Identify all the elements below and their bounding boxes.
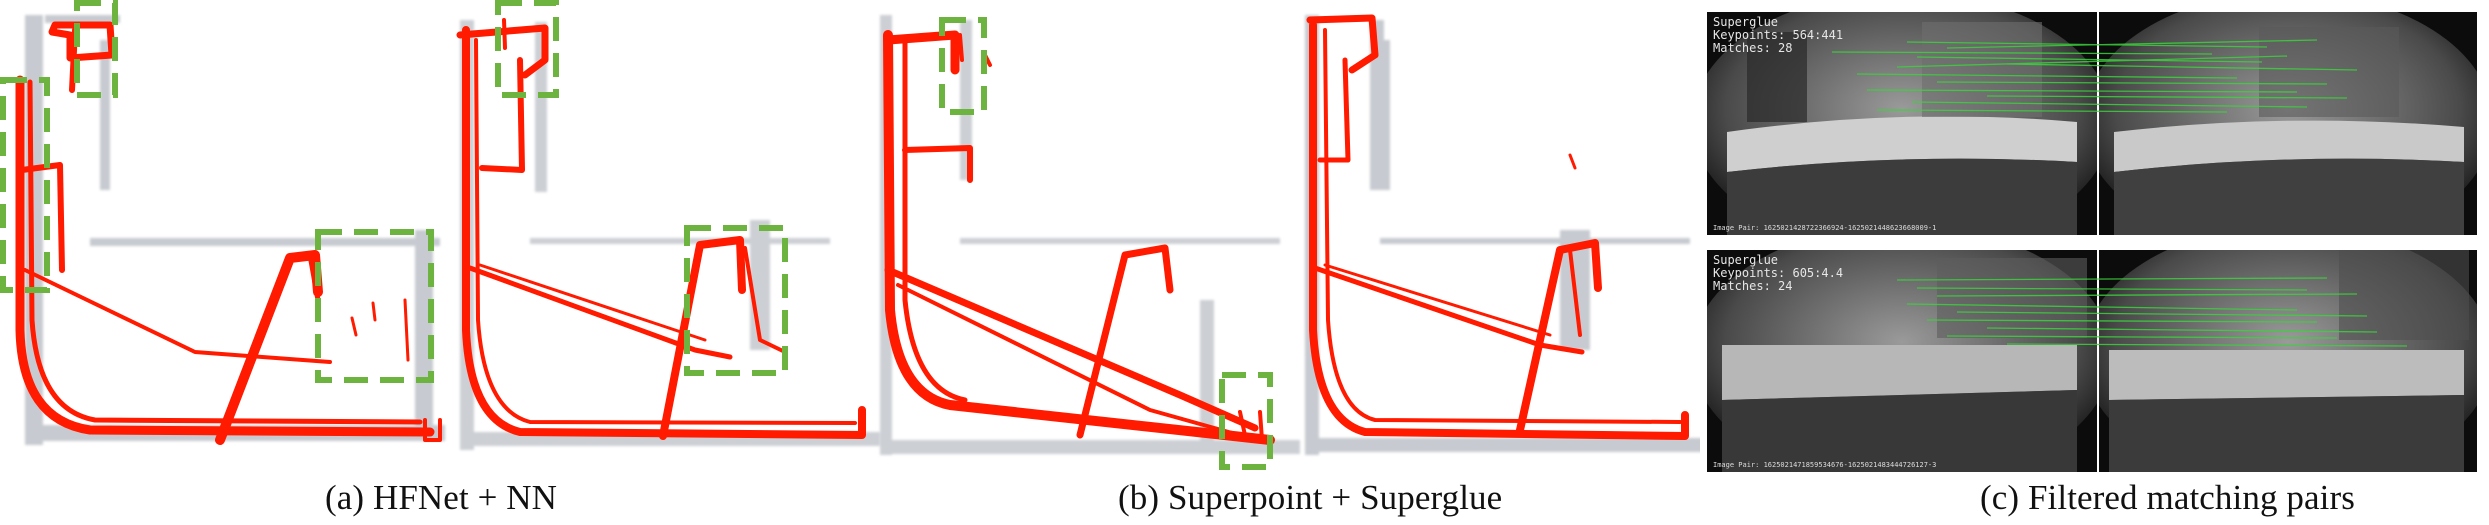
trajectory — [1306, 14, 1689, 440]
caption-hfnet-nn: (a) HFNet + NN — [325, 478, 558, 517]
map-superpoint-superglue — [880, 15, 1300, 470]
map-hfnet-nn — [0, 0, 445, 445]
detection-boxes — [939, 17, 1273, 470]
fisheye-scene — [1707, 12, 2097, 235]
trajectory — [883, 30, 1275, 445]
detection-boxes — [0, 0, 434, 383]
keypoints-label: Keypoints: 605:4.4 — [1713, 266, 1844, 280]
map-superpoint-superglue-2 — [1305, 14, 1700, 455]
caption-filtered-matching-pairs: (c) Filtered matching pairs — [1980, 478, 2355, 517]
trajectory-maps — [0, 0, 1700, 470]
image-pair-label: Image Pair: 1625021471859534676-16250214… — [1713, 461, 1937, 469]
trajectory — [456, 18, 866, 440]
matches-label: Matches: 24 — [1713, 279, 1793, 293]
point-cloud — [1305, 15, 1700, 455]
fisheye-scene — [2099, 250, 2477, 472]
method-label: Superglue — [1713, 15, 1779, 29]
caption-superpoint-superglue: (b) Superpoint + Superglue — [1118, 478, 1503, 517]
match-lines — [1831, 39, 2358, 113]
match-lines — [1896, 277, 2408, 347]
method-label: Superglue — [1713, 253, 1779, 267]
keypoints-label: Keypoints: 564:441 — [1713, 28, 1844, 42]
matches-label: Matches: 28 — [1713, 41, 1793, 55]
detection-boxes — [495, 0, 788, 376]
fisheye-image-left: Superglue Keypoints: 564:441 Matches: 28… — [1707, 12, 2097, 235]
map-hfnet-nn-2 — [456, 0, 880, 450]
match-info: Superglue Keypoints: 605:4.4 Matches: 24 — [1713, 254, 1843, 293]
match-info: Superglue Keypoints: 564:441 Matches: 28 — [1713, 16, 1843, 55]
image-pair-label: Image Pair: 1625021428722366924-16250214… — [1713, 224, 1937, 232]
fisheye-image-right — [2099, 250, 2477, 472]
